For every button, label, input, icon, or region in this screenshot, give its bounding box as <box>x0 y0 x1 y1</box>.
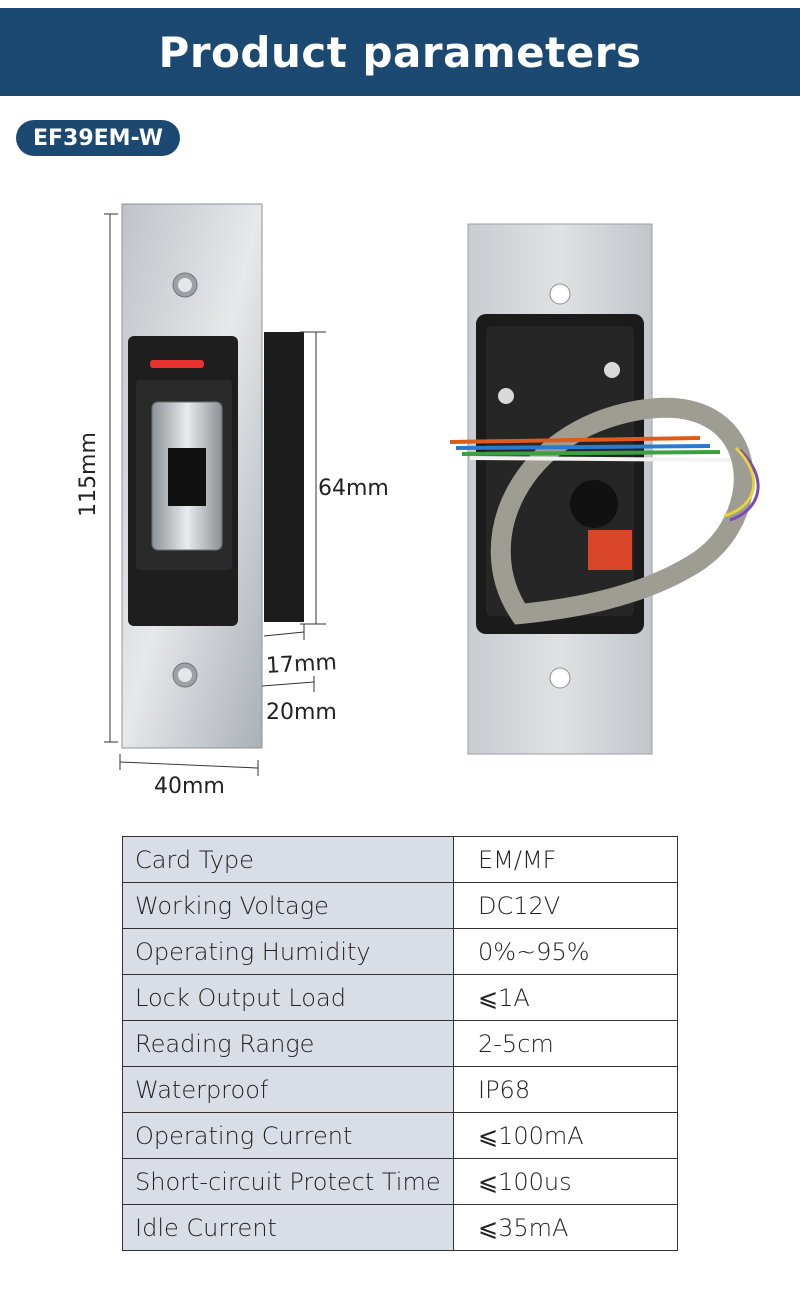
header-banner: Product parameters <box>0 8 800 96</box>
spec-key: Lock Output Load <box>122 974 454 1021</box>
page-title: Product parameters <box>158 27 642 77</box>
table-row: Idle Current⩽35mA <box>122 1204 678 1251</box>
spec-value: ⩽100mA <box>453 1112 678 1159</box>
dimension-depth-total: 20mm <box>266 700 337 725</box>
dimension-width: 40mm <box>154 774 225 799</box>
table-row: Operating Current⩽100mA <box>122 1112 678 1159</box>
spec-value: EM/MF <box>453 836 678 883</box>
table-row: Short-circuit Protect Time⩽100us <box>122 1158 678 1205</box>
model-badge: EF39EM-W <box>16 120 180 156</box>
front-view <box>121 203 304 749</box>
dimension-lines <box>104 213 326 776</box>
spec-key: Reading Range <box>122 1020 454 1067</box>
spec-value: ⩽100us <box>453 1158 678 1205</box>
spec-key: Card Type <box>122 836 454 883</box>
spec-value: ⩽35mA <box>453 1204 678 1251</box>
product-illustration <box>104 203 760 776</box>
spec-key: Operating Humidity <box>122 928 454 975</box>
spec-key: Operating Current <box>122 1112 454 1159</box>
spec-key: Short-circuit Protect Time <box>122 1158 454 1205</box>
table-row: Lock Output Load⩽1A <box>122 974 678 1021</box>
dimension-height: 115mm <box>75 432 101 517</box>
spec-value: DC12V <box>453 882 678 929</box>
spec-key: Working Voltage <box>122 882 454 929</box>
spec-value: 2-5cm <box>453 1020 678 1067</box>
dimension-module-height: 64mm <box>318 476 389 501</box>
spec-key: Idle Current <box>122 1204 454 1251</box>
spec-value: ⩽1A <box>453 974 678 1021</box>
spec-value: 0%~95% <box>453 928 678 975</box>
spec-key: Waterproof <box>122 1066 454 1113</box>
dimension-depth-module: 17mm <box>265 650 338 679</box>
spec-value: IP68 <box>453 1066 678 1113</box>
back-view <box>449 223 760 755</box>
